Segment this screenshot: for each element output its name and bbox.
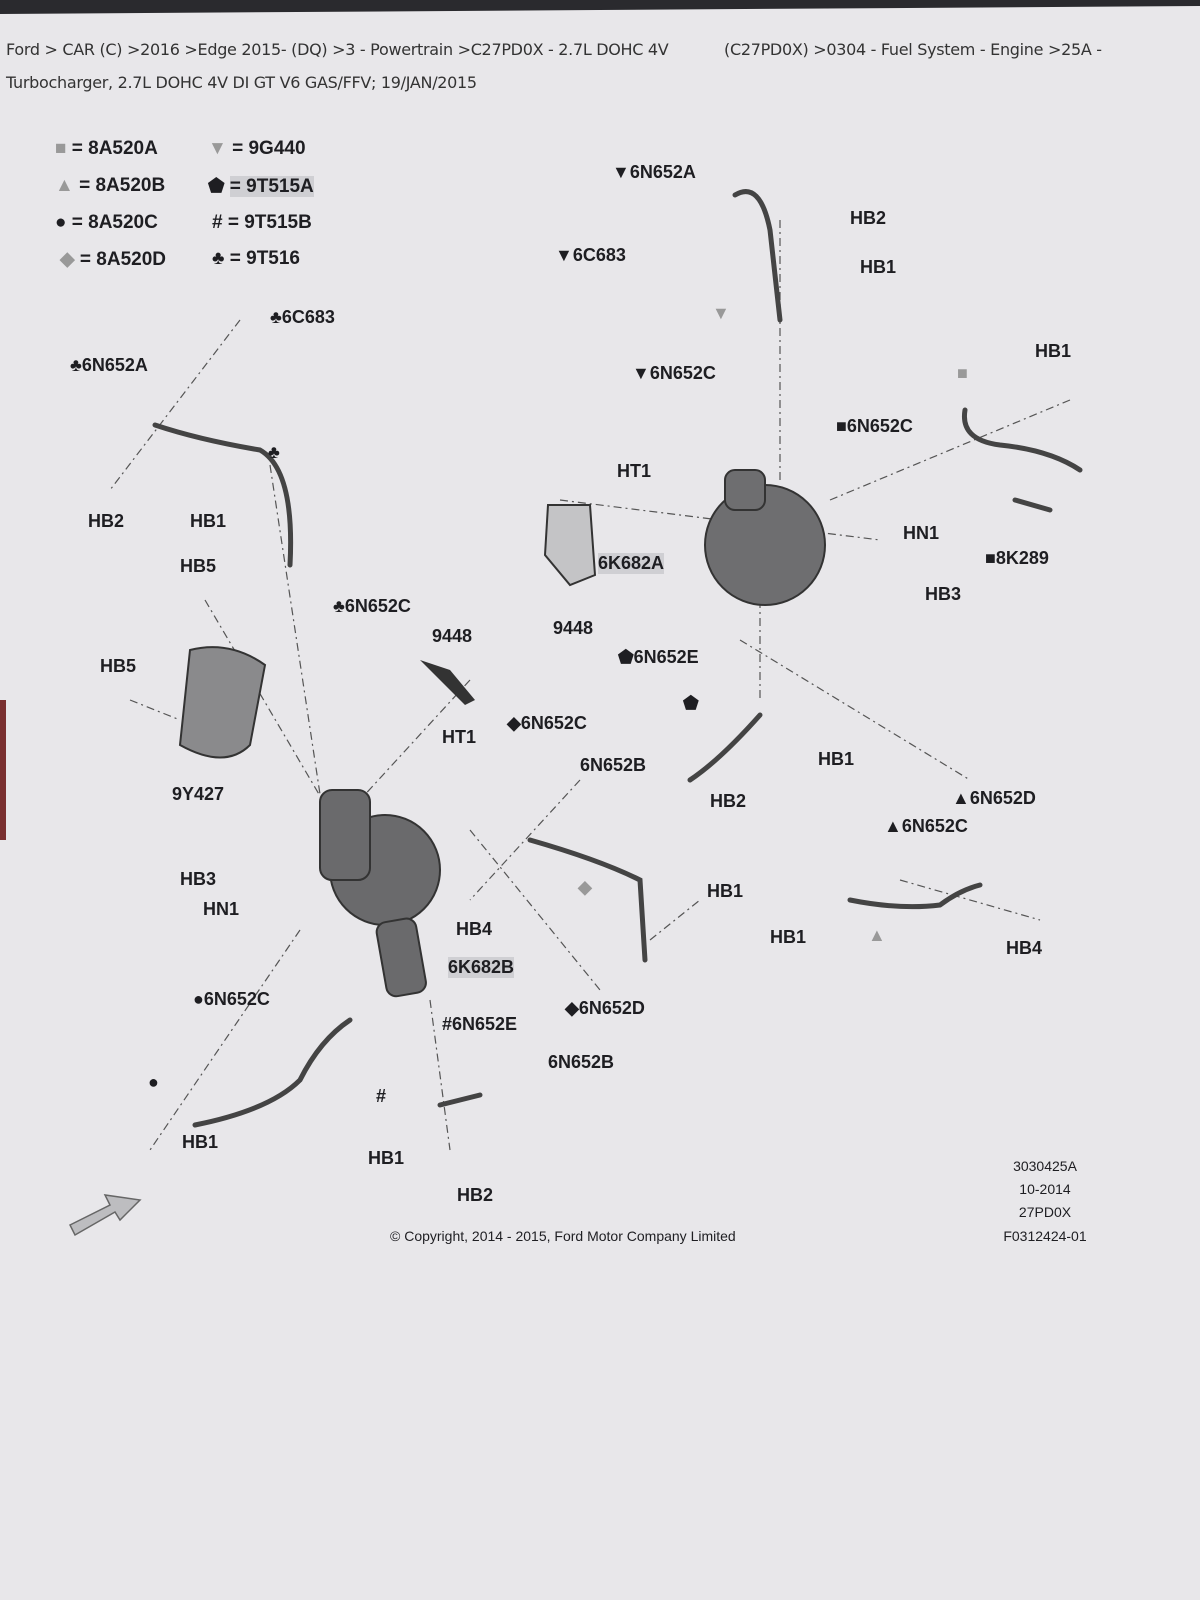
breadcrumb-line1: Ford > CAR (C) >2016 >Edge 2015- (DQ) >3… [6, 40, 1102, 59]
breadcrumb-right: (C27PD0X) >0304 - Fuel System - Engine >… [724, 40, 1102, 59]
triangle-up-icon: ▲ [55, 175, 74, 196]
pentagon-icon: ⬟ [208, 176, 225, 197]
legend-item: ▼ = 9G440 [208, 138, 306, 160]
heat-shield-9Y427 [178, 646, 267, 759]
callout-label: HN1 [903, 523, 940, 543]
callout-label: ■6N652C [836, 416, 913, 436]
callout-label: HN1 [203, 899, 240, 919]
engine-code: 27PD0X [1018, 1204, 1072, 1220]
circle-icon: ● [55, 212, 67, 233]
legend-item: # = 9T515B [212, 212, 312, 234]
callout-label: 6N652B [580, 755, 647, 775]
breadcrumb-left: Ford > CAR (C) >2016 >Edge 2015- (DQ) >3… [6, 40, 669, 59]
callout-label: 9Y427 [172, 784, 225, 804]
callout-label: HB2 [710, 791, 747, 811]
legend-item: ♣ = 9T516 [212, 248, 300, 270]
callout-label: HB1 [1035, 341, 1072, 361]
legend-text: = 8A520D [79, 249, 166, 270]
legend-item: ■ = 8A520A [55, 138, 158, 160]
callout-label: HB1 [182, 1132, 219, 1152]
legend-text: = 8A520B [79, 175, 166, 196]
club-marker-icon: ♣ [268, 442, 280, 462]
callout-label: HB2 [850, 208, 887, 228]
callout-label: HB4 [1006, 938, 1043, 958]
callout-label: ⬟6N652E [618, 647, 699, 667]
legend-text: = 9T515A [229, 176, 314, 197]
callout-label: # [376, 1086, 387, 1106]
bracket-9448 [420, 660, 475, 705]
front-arrow-icon [68, 1194, 142, 1237]
callout-label: HB2 [457, 1185, 494, 1205]
legend-text: = 9G440 [232, 138, 306, 159]
triangle-marker-icon: ▲ [868, 925, 886, 945]
callout-label: HB1 [860, 257, 897, 277]
legend-text: = 9T516 [229, 248, 300, 269]
callout-label: ▼6N652A [612, 162, 696, 182]
square-icon: ■ [55, 138, 67, 159]
callout-label: 9448 [553, 618, 594, 638]
legend-item: ⬟ = 9T515A [208, 175, 314, 198]
triangle-down-marker-icon: ▼ [712, 303, 730, 323]
callout-label: ◆6N652D [565, 998, 645, 1018]
figure-id: F0312424-01 [1003, 1228, 1087, 1244]
turbocharger-6K682B [319, 789, 441, 998]
club-icon: ♣ [212, 248, 225, 269]
gasket-9448 [543, 504, 597, 587]
callout-label: ▲6N652C [884, 816, 968, 836]
square-marker-icon: ■ [957, 363, 968, 383]
legend-item: ▲ = 8A520B [55, 175, 165, 197]
legend-item: ● = 8A520C [55, 212, 158, 234]
pentagon-marker-icon: ⬟ [683, 693, 699, 713]
diamond-icon: ◆ [60, 249, 75, 270]
callout-label: 6K682A [598, 553, 665, 574]
callout-label: HB1 [818, 749, 855, 769]
pipes [152, 189, 1083, 1128]
legend-item: ◆ = 8A520D [60, 248, 166, 271]
triangle-down-icon: ▼ [208, 138, 227, 159]
photo-edge-left [0, 700, 6, 840]
legend-text: = 8A520C [71, 212, 158, 233]
callout-label: HB5 [180, 556, 217, 576]
callout-label: ◆6N652C [507, 713, 587, 733]
circle-marker-icon: ● [148, 1072, 159, 1092]
callout-label: HB4 [456, 919, 493, 939]
diamond-marker-icon: ◆ [578, 877, 592, 897]
breadcrumb-line2: Turbocharger, 2.7L DOHC 4V DI GT V6 GAS/… [6, 73, 477, 92]
callout-label: HB1 [368, 1148, 405, 1168]
callout-label: #6N652E [442, 1014, 518, 1034]
callout-label: HB2 [88, 511, 125, 531]
callout-label: 6K682B [448, 957, 515, 978]
callout-label: HT1 [442, 727, 477, 747]
callout-label: 6N652B [548, 1052, 615, 1072]
callout-label: ●6N652C [193, 989, 270, 1009]
callout-label: HB3 [925, 584, 962, 604]
callout-label: HB1 [707, 881, 744, 901]
callout-label: ■8K289 [985, 548, 1049, 568]
photo-edge-shadow [0, 0, 1200, 14]
callout-label: HB1 [770, 927, 807, 947]
turbocharger-6K682A [704, 469, 826, 606]
callout-label: ♣6C683 [270, 307, 335, 327]
callout-label: 9448 [432, 626, 473, 646]
legend-text: = 8A520A [71, 138, 158, 159]
callout-label: ▼6C683 [555, 245, 626, 265]
callout-label: HB1 [190, 511, 227, 531]
callout-label: ♣6N652C [333, 596, 411, 616]
callout-label: HT1 [617, 461, 652, 481]
illustration-date: 10-2014 [1019, 1181, 1071, 1197]
illustration-number: 3030425A [1013, 1158, 1077, 1174]
legend-text: = 9T515B [227, 212, 312, 233]
callout-label: ▼6N652C [632, 363, 716, 383]
callout-label: ▲6N652D [952, 788, 1036, 808]
copyright-text: © Copyright, 2014 - 2015, Ford Motor Com… [390, 1228, 736, 1244]
callout-label: HB3 [180, 869, 217, 889]
callout-label: HB5 [100, 656, 137, 676]
callout-label: ♣6N652A [70, 355, 148, 375]
leader-lines [109, 220, 1071, 1151]
hash-icon: # [212, 212, 223, 233]
